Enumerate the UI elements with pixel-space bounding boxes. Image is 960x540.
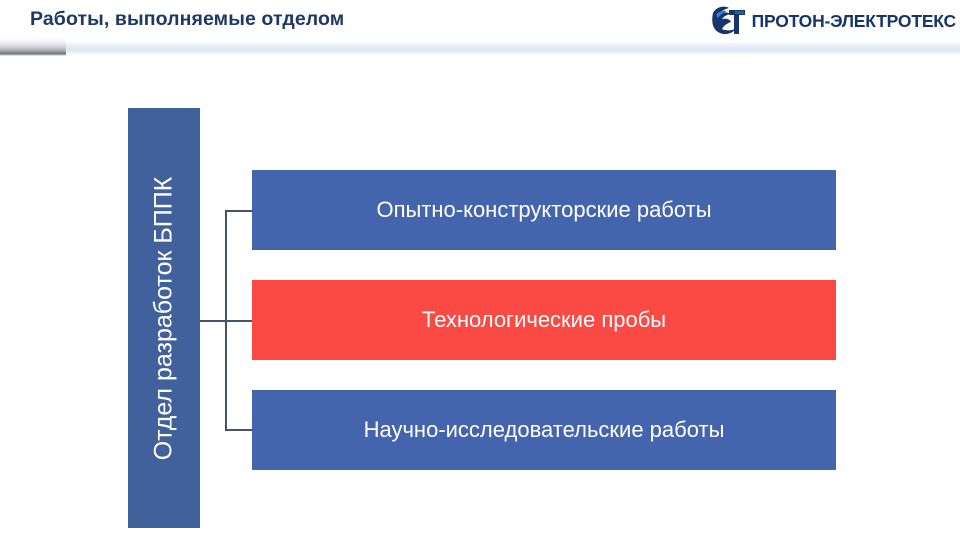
header-divider bbox=[0, 42, 960, 55]
connector-branch-1 bbox=[225, 210, 253, 212]
node-label: Научно-исследовательские работы bbox=[363, 417, 725, 443]
node-label: Технологические пробы bbox=[421, 307, 667, 333]
et-monogram-icon bbox=[709, 4, 747, 38]
node-box-nauchno-issledovatelskie: Научно-исследовательские работы bbox=[252, 390, 836, 470]
connector-branch-2 bbox=[200, 320, 253, 322]
node-box-tehnologicheskie-proby: Технологические пробы bbox=[252, 280, 836, 360]
category-bar-label: Отдел разработок БППК bbox=[149, 176, 178, 460]
node-label: Опытно-конструкторские работы bbox=[376, 197, 712, 223]
node-box-opytno-konstruktorskie: Опытно-конструкторские работы bbox=[252, 170, 836, 250]
brand-logo: ПРОТОН-ЭЛЕКТРОТЕКС bbox=[709, 2, 960, 40]
page-title: Работы, выполняемые отделом bbox=[30, 8, 345, 30]
header-divider-accent bbox=[0, 38, 66, 56]
brand-wordmark: ПРОТОН-ЭЛЕКТРОТЕКС bbox=[751, 10, 957, 31]
slide-header: Работы, выполняемые отделом ПРОТОН-ЭЛЕКТ… bbox=[0, 0, 960, 58]
category-bar: Отдел разработок БППК bbox=[128, 108, 200, 528]
connector-branch-3 bbox=[225, 429, 253, 431]
